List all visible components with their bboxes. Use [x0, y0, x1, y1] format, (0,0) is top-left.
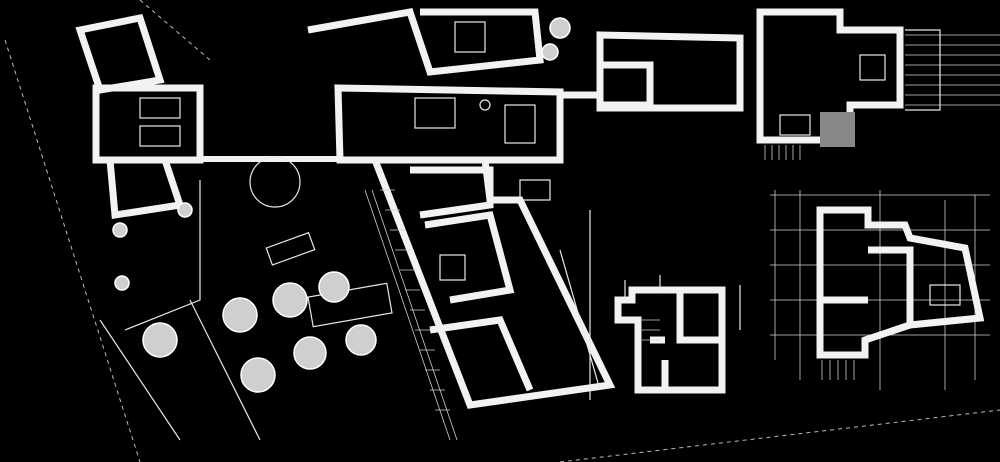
trees: [112, 17, 571, 393]
garage-wing: [75, 13, 340, 220]
small-floor-plan: [614, 275, 741, 394]
living-wing: [307, 8, 1000, 164]
bedroom-wing: [249, 156, 616, 441]
site-boundary: [4, 0, 1000, 462]
detailed-floor-plan: [770, 190, 990, 390]
